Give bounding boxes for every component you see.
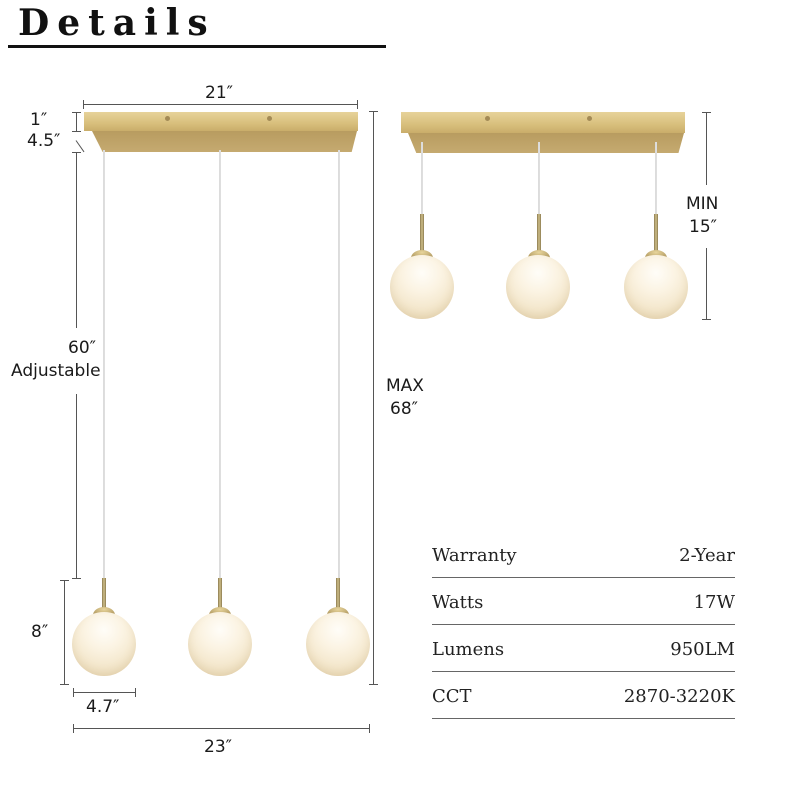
pendant-stem xyxy=(420,214,424,252)
canopy-top-face xyxy=(84,112,358,131)
canopy-height-line xyxy=(76,112,77,131)
tick xyxy=(702,112,711,113)
globe-shade xyxy=(390,255,454,319)
tick xyxy=(135,688,136,697)
tick xyxy=(357,100,358,109)
pendant-cord xyxy=(219,150,221,578)
globe-shade xyxy=(72,612,136,676)
spec-value: 950LM xyxy=(670,638,735,660)
tick xyxy=(73,724,74,733)
pendant-cap xyxy=(645,250,667,258)
pendant-cord xyxy=(103,150,105,578)
globe-diameter-line xyxy=(73,692,135,693)
pendant-stem xyxy=(654,214,658,252)
pendant-cord xyxy=(338,150,340,578)
spec-value: 17W xyxy=(693,591,735,613)
pendant-cord xyxy=(538,142,540,216)
cord-adjustable-label: Adjustable xyxy=(11,361,101,381)
cord-length-line-bottom xyxy=(76,394,77,578)
pendant-cap xyxy=(93,607,115,615)
spec-label: Watts xyxy=(432,591,484,613)
spec-label: Warranty xyxy=(432,545,517,566)
pendant-cap xyxy=(528,250,550,258)
overall-width-line xyxy=(73,728,370,729)
title-underline xyxy=(8,45,386,48)
tick xyxy=(73,688,74,697)
canopy-length-line xyxy=(83,104,358,105)
spec-value: 2-Year xyxy=(679,545,735,566)
globe-shade xyxy=(188,612,252,676)
min-height-line-top xyxy=(706,112,707,185)
globe-shade xyxy=(624,255,688,319)
max-label: MAX xyxy=(386,376,424,396)
canopy-width-label: 4.5″ xyxy=(27,131,61,151)
canopy-front-face xyxy=(408,133,684,153)
canopy-height-label: 1″ xyxy=(30,110,48,130)
page-title: Details xyxy=(18,2,216,44)
tick xyxy=(702,319,711,320)
canopy-screw xyxy=(485,116,490,121)
tick xyxy=(369,724,370,733)
canopy-screw xyxy=(165,116,170,121)
spec-row-warranty: Warranty 2-Year xyxy=(432,532,735,578)
canopy-width-line xyxy=(75,140,85,153)
globe-shade xyxy=(506,255,570,319)
pendant-cap xyxy=(327,607,349,615)
canopy-top-face xyxy=(401,112,685,133)
tick xyxy=(60,684,69,685)
tick xyxy=(72,112,81,113)
spec-label: Lumens xyxy=(432,638,505,660)
pendant-stem xyxy=(537,214,541,252)
pendant-stem xyxy=(218,578,222,610)
max-height-line xyxy=(373,111,374,685)
canopy-screw xyxy=(587,116,592,121)
tick xyxy=(369,684,378,685)
cord-length-line-top xyxy=(76,152,77,328)
spec-label: CCT xyxy=(432,685,472,707)
pendant-height-line xyxy=(64,580,65,685)
min-height-value: 15″ xyxy=(689,217,717,237)
pendant-cord xyxy=(421,142,423,216)
pendant-height-label: 8″ xyxy=(31,622,49,642)
cord-length-label: 60″ xyxy=(68,338,96,358)
tick xyxy=(72,131,81,132)
canopy-length-label: 21″ xyxy=(205,83,233,103)
tick xyxy=(83,100,84,109)
tick xyxy=(369,111,378,112)
spec-row-watts: Watts 17W xyxy=(432,578,735,625)
globe-shade xyxy=(306,612,370,676)
min-label: MIN xyxy=(686,194,719,214)
globe-diameter-label: 4.7″ xyxy=(86,697,120,717)
pendant-stem xyxy=(336,578,340,610)
spec-row-cct: CCT 2870-3220K xyxy=(432,672,735,719)
tick xyxy=(72,578,81,579)
overall-width-label: 23″ xyxy=(204,737,232,757)
spec-table: Warranty 2-Year Watts 17W Lumens 950LM C… xyxy=(432,532,735,719)
spec-value: 2870-3220K xyxy=(623,685,735,707)
canopy-screw xyxy=(267,116,272,121)
pendant-cap xyxy=(411,250,433,258)
pendant-cord xyxy=(655,142,657,216)
tick xyxy=(60,580,69,581)
pendant-stem xyxy=(102,578,106,610)
max-height-value: 68″ xyxy=(390,399,418,419)
min-height-line-bottom xyxy=(706,248,707,320)
pendant-cap xyxy=(209,607,231,615)
spec-row-lumens: Lumens 950LM xyxy=(432,625,735,672)
canopy-front-face xyxy=(92,131,357,152)
